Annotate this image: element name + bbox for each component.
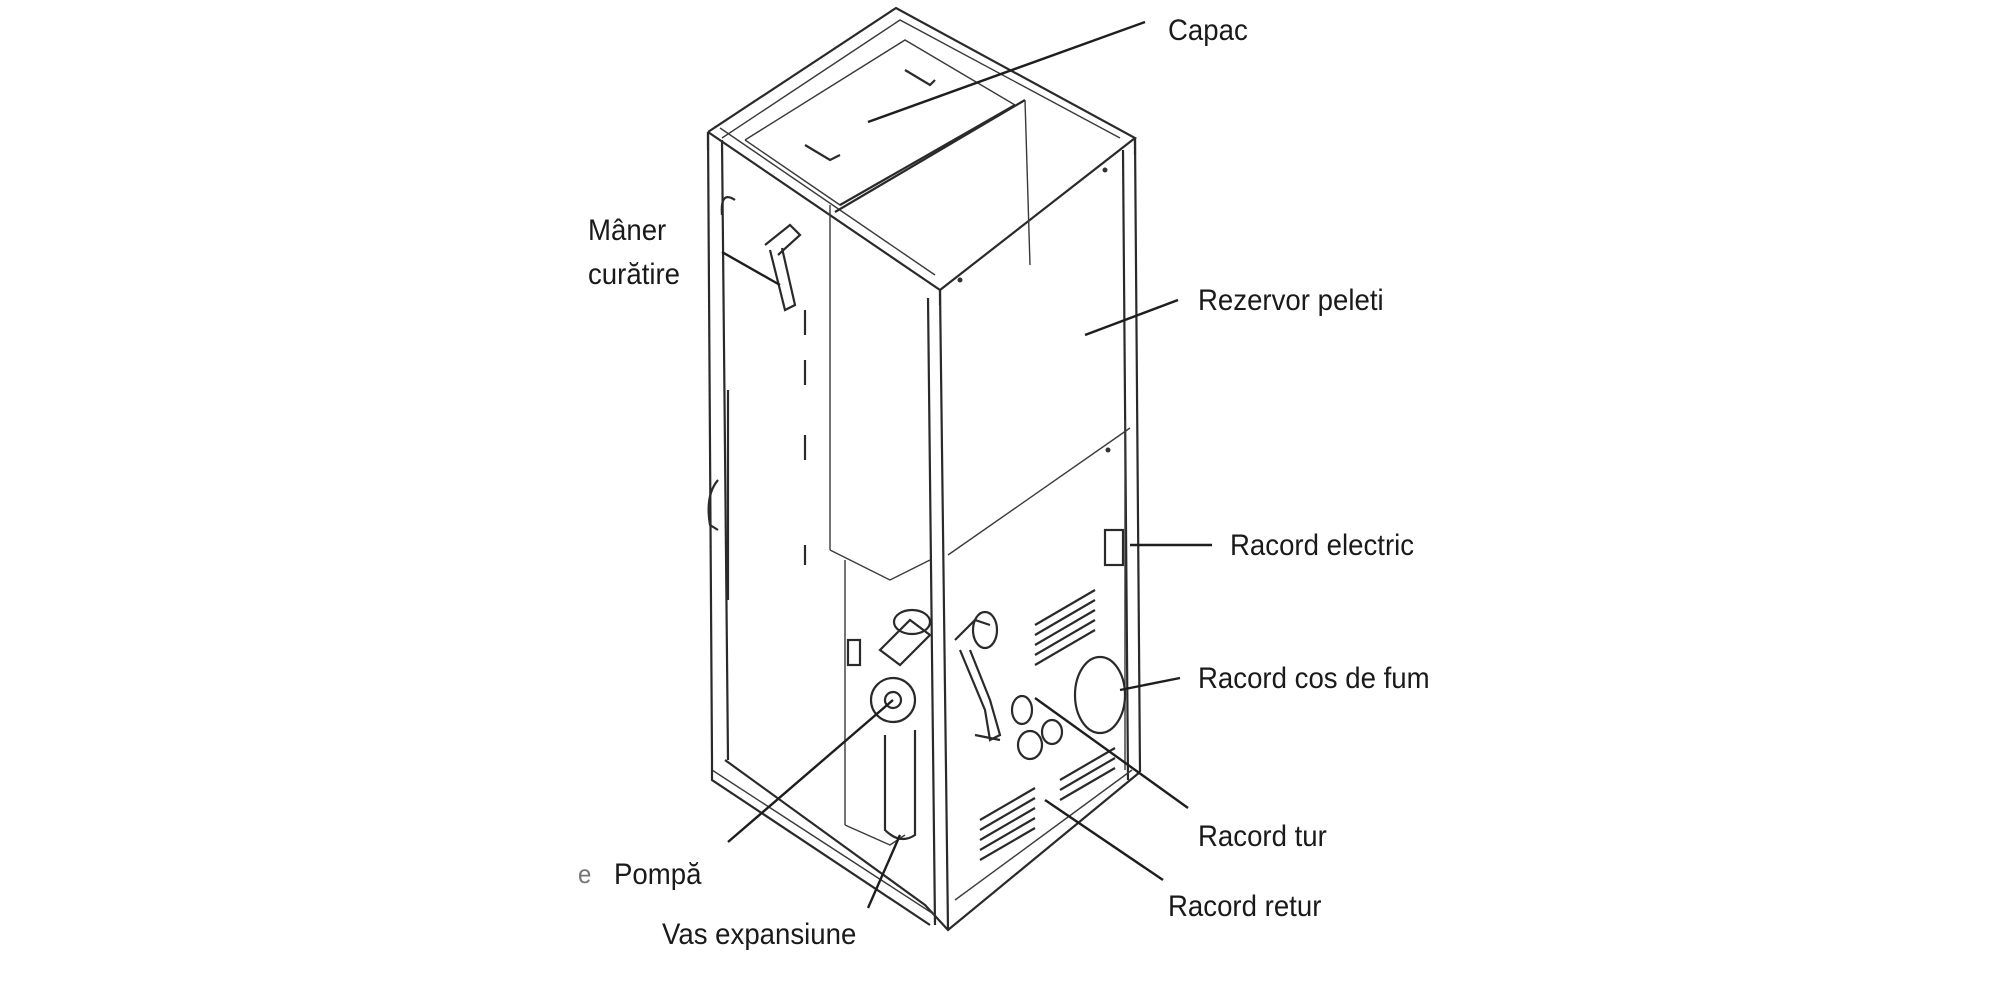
vent-grilles <box>979 589 1116 861</box>
frame-edges <box>706 131 1142 932</box>
label-maner-line1: Mâner <box>588 214 667 247</box>
leader-lines <box>721 20 1212 909</box>
label-rezervor-peleti: Rezervor peleti <box>1198 284 1384 317</box>
pump-and-vessel <box>846 608 932 841</box>
label-racord-tur: Racord tur <box>1198 820 1327 853</box>
label-pompa: Pompă <box>614 858 702 891</box>
lid-capac <box>744 39 1031 266</box>
label-vas-expansiune: Vas expansiune <box>662 918 857 951</box>
label-racord-cos-de-fum: Racord cos de fum <box>1198 662 1430 695</box>
flue-outlet <box>1073 655 1127 735</box>
label-racord-retur: Racord retur <box>1168 890 1322 923</box>
label-capac: Capac <box>1168 14 1248 47</box>
label-edge-fragment: e <box>578 859 592 889</box>
hydraulic-fittings <box>954 610 1064 761</box>
label-maner-line2: curătire <box>588 258 681 291</box>
tank-panel <box>947 167 1133 901</box>
label-racord-electric: Racord electric <box>1230 529 1415 562</box>
cleaning-handle <box>707 196 807 600</box>
electric-port <box>1103 528 1125 567</box>
